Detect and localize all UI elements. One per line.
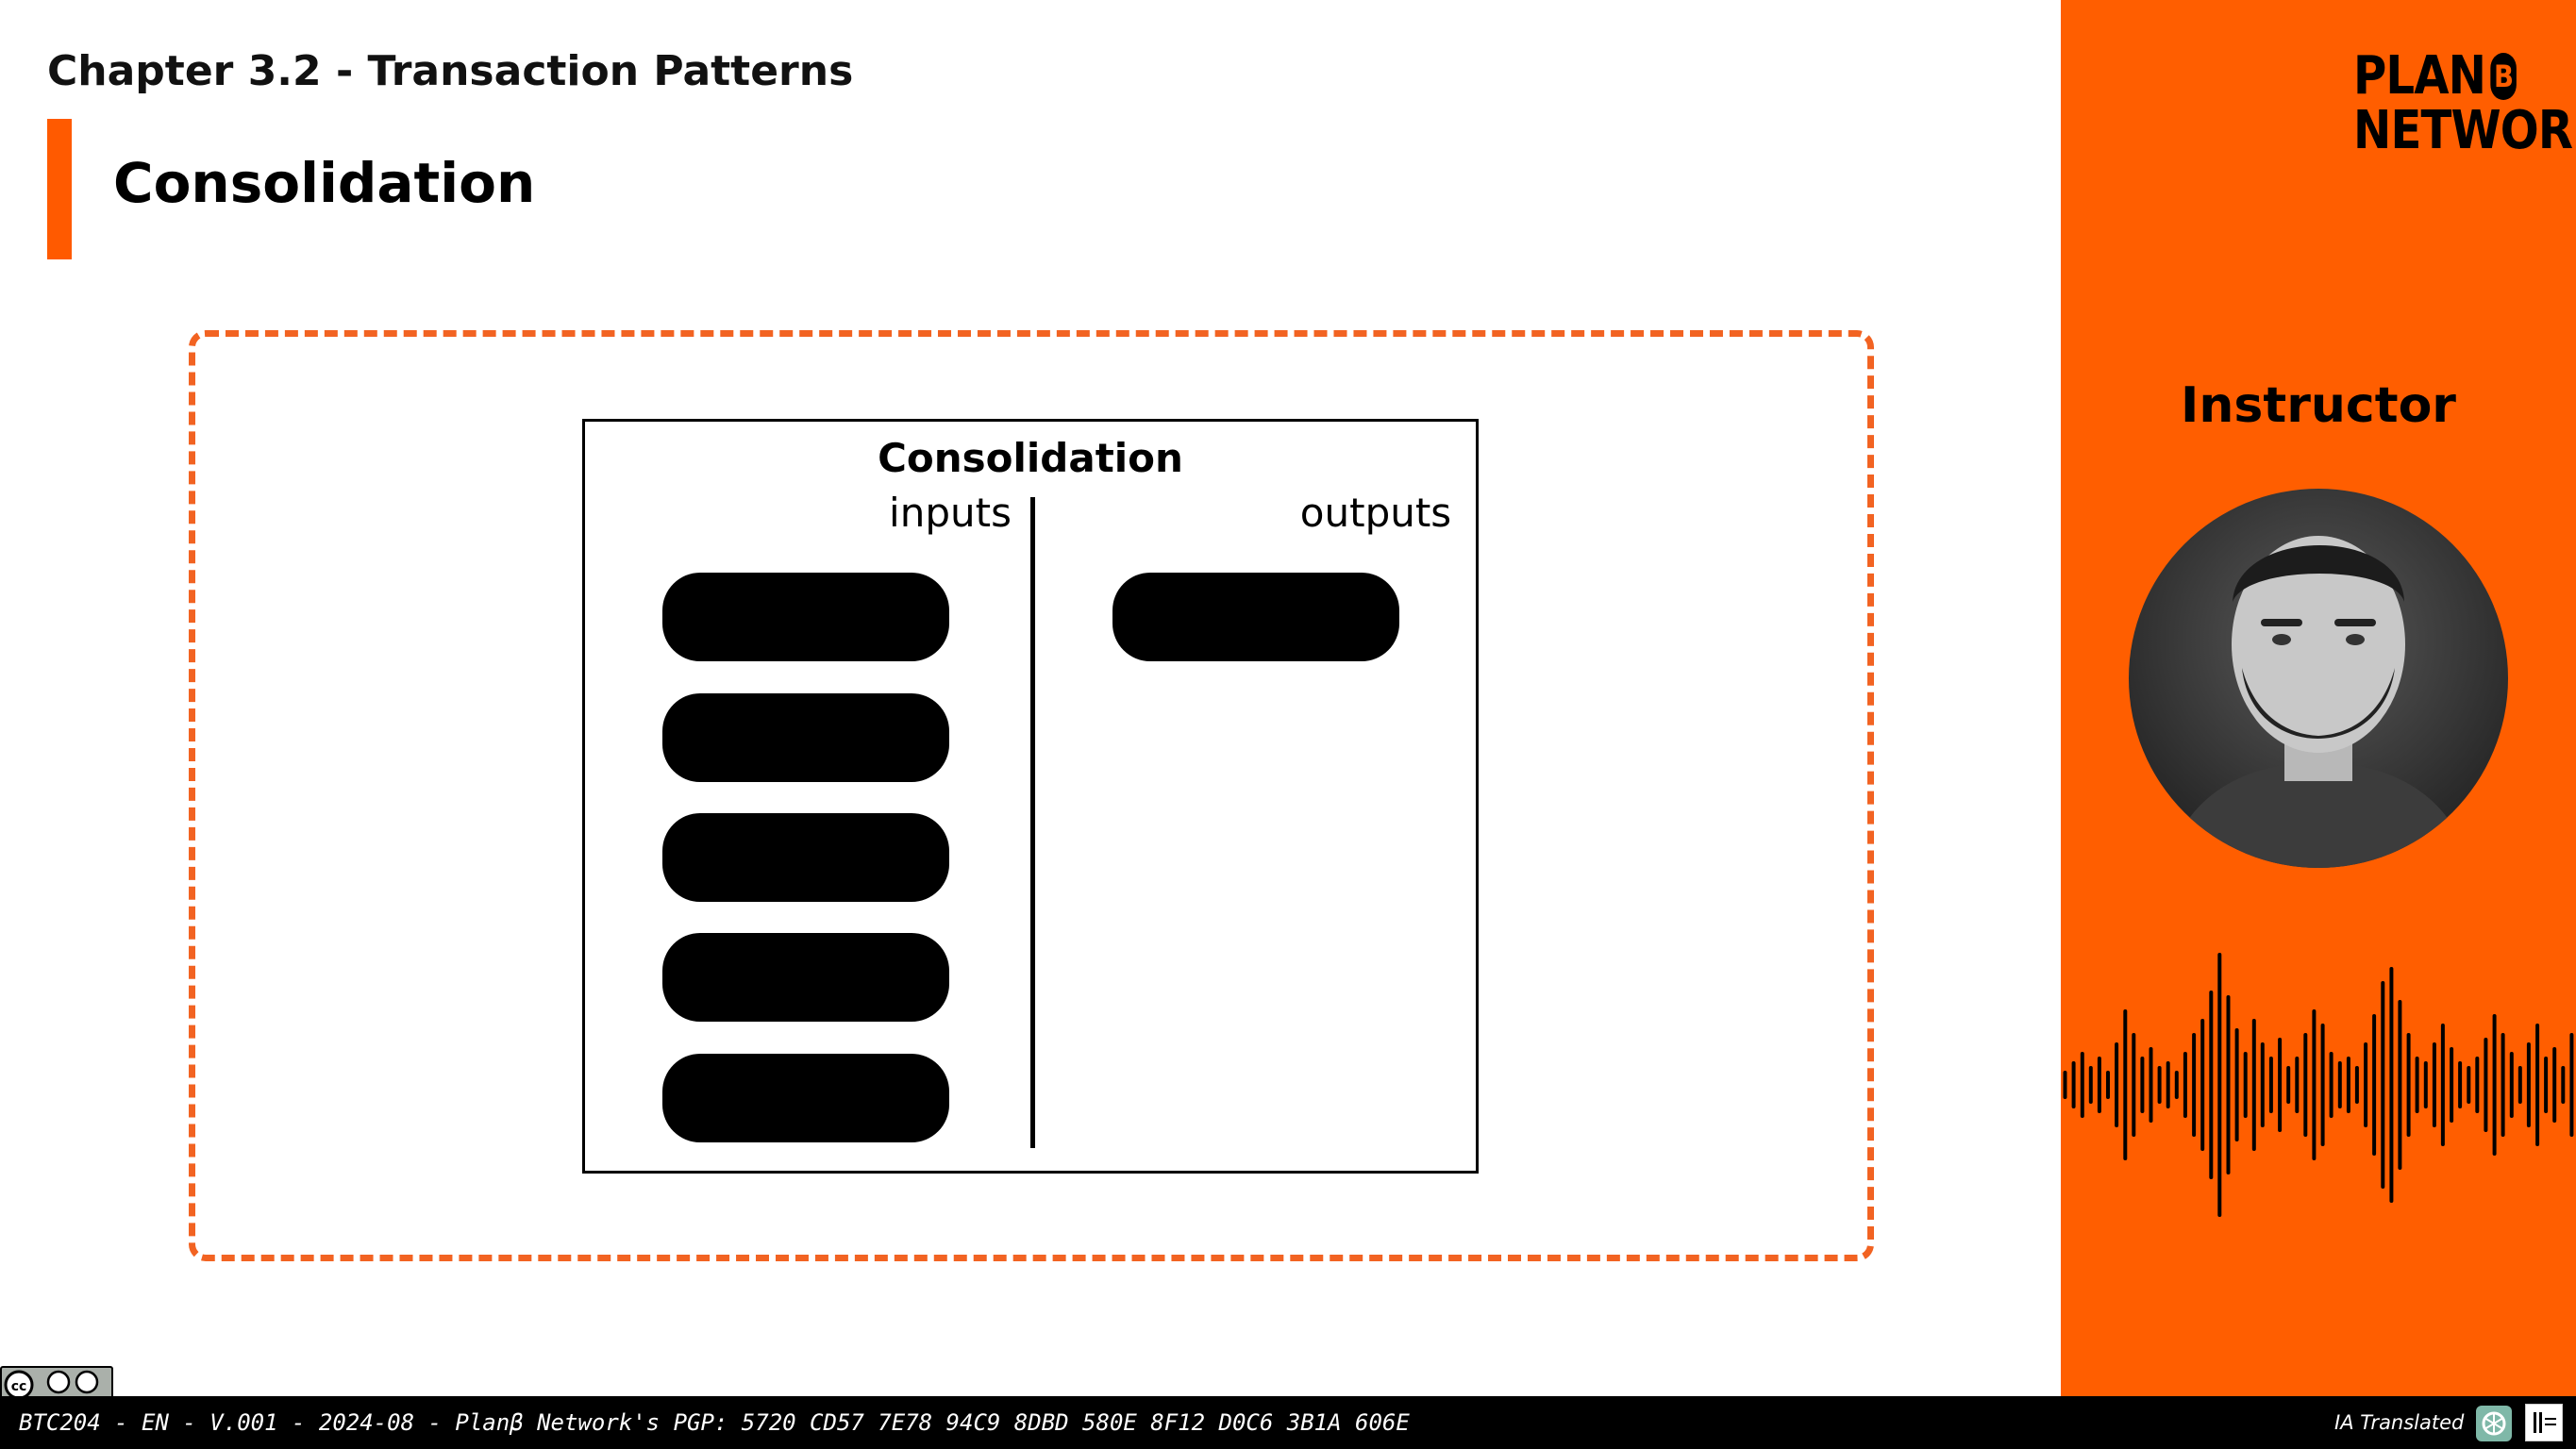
waveform-bar — [2115, 1042, 2119, 1127]
waveform-bar — [2501, 1033, 2505, 1137]
input-utxo — [662, 813, 949, 902]
waveform-bar — [2132, 1033, 2136, 1137]
input-utxo — [662, 573, 949, 661]
waveform-bar — [2234, 1028, 2239, 1141]
waveform-bar — [2097, 1057, 2101, 1113]
waveform-bar — [2063, 1071, 2067, 1099]
waveform-bar — [2106, 1071, 2110, 1099]
waveform-bar — [2295, 1057, 2300, 1113]
waveform-bar — [2372, 1014, 2377, 1156]
waveform-bar — [2174, 1071, 2179, 1099]
bitcoin-badge-icon: B — [2490, 53, 2517, 100]
waveform-bar — [2450, 1047, 2454, 1123]
waveform-bar — [2303, 1033, 2308, 1137]
waveform-bar — [2398, 1000, 2402, 1170]
waveform-bar — [2251, 1019, 2256, 1151]
waveform-bar — [2329, 1052, 2333, 1118]
svg-text:cc: cc — [11, 1379, 27, 1394]
consolidation-diagram: Consolidation inputs outputs — [582, 419, 1479, 1174]
waveform-bar — [2458, 1061, 2463, 1108]
waveform-bar — [2312, 1009, 2317, 1160]
waveform-bar — [2440, 1024, 2445, 1146]
logo-text-plan: PLAN — [2353, 45, 2486, 107]
instructor-sidebar: PLAN B NETWORK Instructor — [2061, 0, 2576, 1396]
waveform-bar — [2415, 1057, 2419, 1113]
waveform-bar — [2552, 1047, 2557, 1123]
outputs-header: outputs — [1299, 490, 1452, 536]
instructor-label: Instructor — [2181, 377, 2456, 434]
column-divider — [1030, 497, 1035, 1148]
waveform-bar — [2260, 1042, 2265, 1127]
waveform-bar — [2475, 1057, 2480, 1113]
audio-waveform-icon — [2063, 953, 2574, 1217]
instructor-avatar — [2129, 489, 2508, 868]
waveform-bar — [2561, 1066, 2566, 1104]
waveform-bar — [2346, 1057, 2350, 1113]
inputs-header: inputs — [889, 490, 1012, 536]
person-portrait-icon — [2166, 536, 2470, 868]
output-utxo — [1112, 573, 1399, 661]
elevenlabs-icon — [2525, 1404, 2563, 1441]
ia-translated-label: IA Translated — [2334, 1411, 2465, 1434]
footer-bar: BTC204 - EN - V.001 - 2024-08 - Planβ Ne… — [0, 1396, 2576, 1449]
waveform-bar — [2526, 1042, 2531, 1127]
title-accent-bar — [47, 119, 72, 259]
waveform-bar — [2123, 1009, 2128, 1160]
waveform-bar — [2381, 981, 2385, 1189]
waveform-bar — [2389, 967, 2394, 1203]
waveform-bar — [2286, 1066, 2291, 1104]
waveform-bar — [2569, 1033, 2574, 1137]
waveform-bar — [2354, 1066, 2359, 1104]
waveform-bar — [2544, 1057, 2549, 1113]
waveform-bar — [2535, 1024, 2540, 1146]
waveform-bar — [2268, 1057, 2273, 1113]
waveform-bar — [2157, 1066, 2162, 1104]
waveform-bar — [2183, 1052, 2187, 1118]
waveform-bar — [2509, 1052, 2514, 1118]
logo-text-network: NETWORK — [2353, 100, 2576, 161]
waveform-bar — [2278, 1038, 2283, 1132]
waveform-bar — [2192, 1033, 2197, 1137]
section-title: Consolidation — [113, 151, 536, 215]
input-utxo — [662, 1054, 949, 1142]
diagram-title: Consolidation — [878, 435, 1183, 481]
waveform-bar — [2364, 1042, 2368, 1127]
waveform-bar — [2149, 1047, 2153, 1123]
waveform-bar — [2217, 953, 2222, 1217]
waveform-bar — [2140, 1057, 2145, 1113]
waveform-bar — [2088, 1066, 2093, 1104]
waveform-bar — [2226, 995, 2231, 1174]
openai-icon — [2476, 1406, 2512, 1441]
waveform-bar — [2467, 1066, 2471, 1104]
waveform-bar — [2517, 1066, 2522, 1104]
waveform-bar — [2243, 1052, 2248, 1118]
plan-b-network-logo: PLAN B NETWORK — [2353, 45, 2576, 161]
waveform-bar — [2320, 1024, 2325, 1146]
waveform-bar — [2200, 1019, 2205, 1151]
input-utxo — [662, 933, 949, 1022]
waveform-bar — [2209, 991, 2214, 1179]
waveform-bar — [2337, 1061, 2342, 1108]
waveform-bar — [2423, 1061, 2428, 1108]
waveform-bar — [2166, 1061, 2170, 1108]
waveform-bar — [2080, 1052, 2084, 1118]
chapter-title: Chapter 3.2 - Transaction Patterns — [47, 47, 854, 95]
waveform-bar — [2492, 1014, 2497, 1156]
course-info-text: BTC204 - EN - V.001 - 2024-08 - Planβ Ne… — [19, 1409, 1410, 1436]
waveform-bar — [2071, 1061, 2076, 1108]
waveform-bar — [2406, 1033, 2411, 1137]
input-utxo — [662, 693, 949, 782]
waveform-bar — [2432, 1042, 2436, 1127]
diagram-frame — [189, 330, 1874, 1261]
waveform-bar — [2484, 1038, 2488, 1132]
